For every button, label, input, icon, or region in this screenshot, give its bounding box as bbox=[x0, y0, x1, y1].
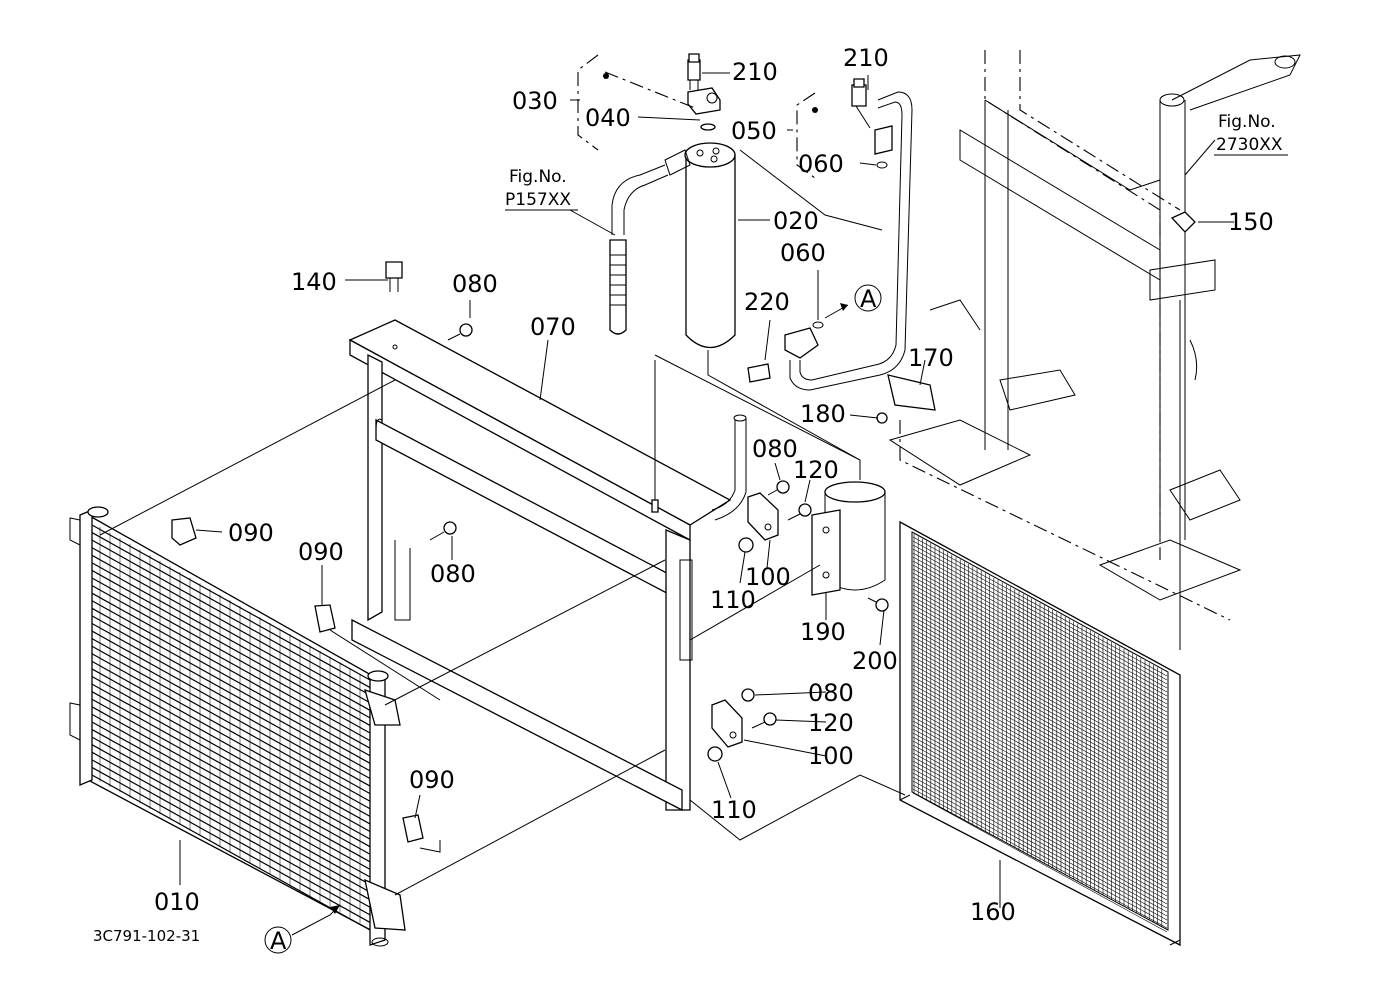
callout-190[interactable]: 190 bbox=[800, 618, 846, 646]
callout-200[interactable]: 200 bbox=[852, 647, 898, 675]
marker-a-bottom: A bbox=[270, 927, 287, 955]
callout-110-lower[interactable]: 110 bbox=[711, 796, 757, 824]
callout-030[interactable]: 030 bbox=[512, 87, 558, 115]
leader-lines bbox=[99, 54, 1234, 908]
callout-090-middle[interactable]: 090 bbox=[298, 538, 344, 566]
callout-100-lower[interactable]: 100 bbox=[808, 742, 854, 770]
callout-080-middle[interactable]: 080 bbox=[430, 560, 476, 588]
callout-080-top[interactable]: 080 bbox=[452, 270, 498, 298]
callout-220[interactable]: 220 bbox=[744, 288, 790, 316]
screen-panel bbox=[899, 520, 1181, 947]
callout-100-upper[interactable]: 100 bbox=[745, 563, 791, 591]
callout-010[interactable]: 010 bbox=[154, 888, 200, 916]
callout-040[interactable]: 040 bbox=[585, 104, 631, 132]
fasteners bbox=[171, 53, 1196, 843]
callout-090-left[interactable]: 090 bbox=[228, 519, 274, 547]
callout-140[interactable]: 140 bbox=[291, 268, 337, 296]
discharge-pipe bbox=[739, 84, 913, 391]
ref-circle-a-bottom bbox=[264, 926, 292, 954]
receiver-dryer bbox=[684, 142, 861, 461]
callout-120-lower[interactable]: 120 bbox=[808, 709, 854, 737]
condenser-bracket bbox=[348, 319, 747, 812]
callout-080-right[interactable]: 080 bbox=[752, 435, 798, 463]
fig-label-right: Fig.No. bbox=[1218, 112, 1276, 132]
callout-070[interactable]: 070 bbox=[530, 313, 576, 341]
callout-080-lower[interactable]: 080 bbox=[808, 679, 854, 707]
diagram-code: 3C791-102-31 bbox=[93, 927, 200, 945]
callout-020[interactable]: 020 bbox=[773, 207, 819, 235]
ref-circle-a-top bbox=[854, 284, 882, 312]
connection-arrows bbox=[264, 284, 882, 954]
figure-references: Fig.No. P157XX Fig.No. 2730XX bbox=[505, 112, 1288, 211]
callout-050[interactable]: 050 bbox=[731, 117, 777, 145]
condenser-core bbox=[69, 506, 406, 947]
callout-160[interactable]: 160 bbox=[970, 898, 1016, 926]
mount-brackets bbox=[711, 492, 779, 748]
callout-180[interactable]: 180 bbox=[800, 400, 846, 428]
callout-170[interactable]: 170 bbox=[908, 344, 954, 372]
callout-090-lower[interactable]: 090 bbox=[409, 766, 455, 794]
callout-210-top[interactable]: 210 bbox=[732, 58, 778, 86]
frame-structure bbox=[888, 50, 1301, 621]
callout-150[interactable]: 150 bbox=[1228, 208, 1274, 236]
callout-120-upper[interactable]: 120 bbox=[793, 456, 839, 484]
fig-ref-2730[interactable]: 2730XX bbox=[1216, 135, 1283, 155]
marker-a-top: A bbox=[860, 285, 877, 313]
callout-110-upper[interactable]: 110 bbox=[710, 586, 756, 614]
pipe-clamp bbox=[811, 481, 886, 596]
fig-label-left: Fig.No. bbox=[509, 167, 567, 187]
fig-ref-p157[interactable]: P157XX bbox=[505, 190, 571, 210]
sight-glass-fitting bbox=[604, 59, 721, 131]
callout-060-lower[interactable]: 060 bbox=[780, 239, 826, 267]
callout-060-upper[interactable]: 060 bbox=[798, 150, 844, 178]
callout-labels: 210 210 030 040 050 060 020 060 220 140 … bbox=[154, 44, 1274, 926]
suction-hose bbox=[609, 149, 691, 335]
callout-210-right[interactable]: 210 bbox=[843, 44, 889, 72]
